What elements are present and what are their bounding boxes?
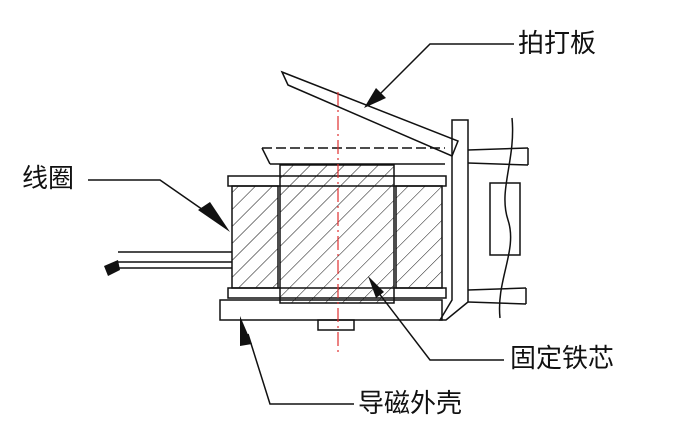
break-line <box>498 117 514 319</box>
arrow-shell <box>240 316 252 346</box>
contact-block <box>489 182 521 256</box>
coil-left <box>231 185 279 289</box>
label-clapper: 拍打板 <box>518 29 597 59</box>
clapper-plate <box>280 70 459 157</box>
label-shell: 导磁外壳 <box>358 389 463 419</box>
label-coil: 线圈 <box>22 164 75 194</box>
leader-clapper <box>369 43 514 105</box>
arrow-clapper <box>364 88 386 108</box>
arrow-coil <box>198 202 230 232</box>
leader-coil <box>88 179 207 213</box>
arrow-core <box>368 276 384 298</box>
leader-core <box>377 291 504 361</box>
lead-wire-tip <box>104 260 120 276</box>
contact-arm-lower <box>467 287 527 291</box>
l-bracket <box>438 119 469 321</box>
fixed-core <box>279 164 395 304</box>
contact-arm-upper <box>467 147 529 151</box>
leader-shell <box>247 333 354 405</box>
label-core: 固定铁芯 <box>510 344 615 374</box>
coil-right <box>395 185 443 289</box>
core-stud <box>317 319 355 331</box>
